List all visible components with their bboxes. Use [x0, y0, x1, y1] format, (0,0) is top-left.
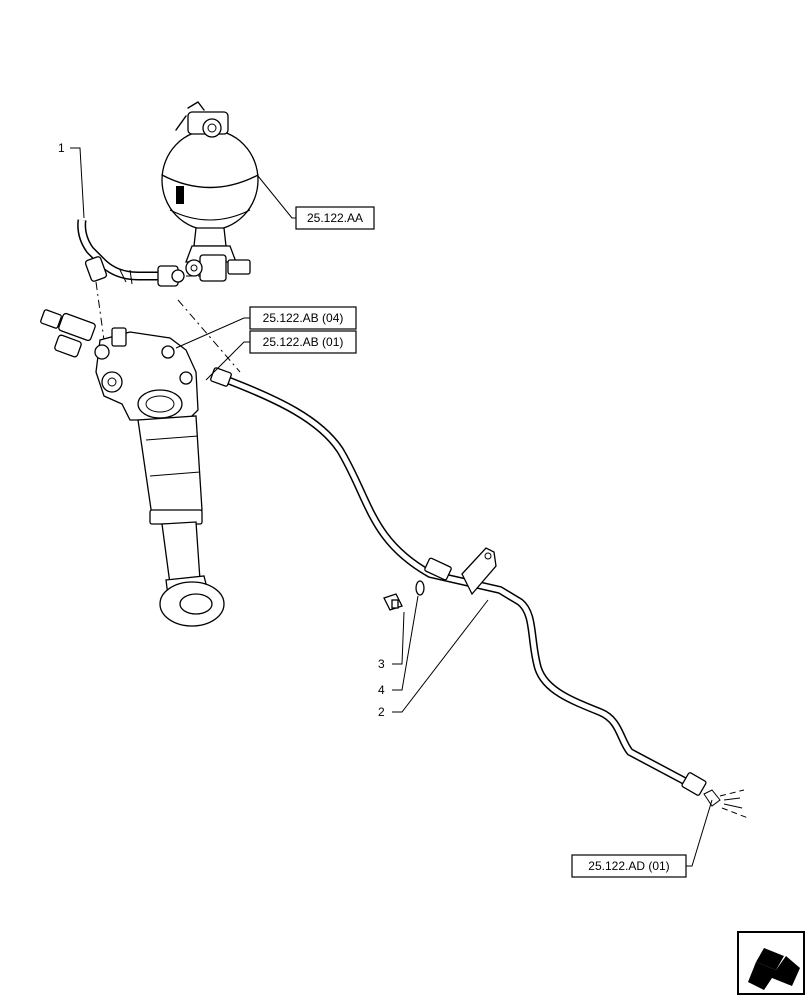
leader-line — [257, 175, 296, 219]
svg-text:25.122.AD (01): 25.122.AD (01) — [588, 859, 669, 873]
leader-line — [205, 341, 250, 381]
callout-4: 4 — [378, 683, 385, 697]
callout-1: 1 — [58, 141, 65, 155]
bolt — [383, 593, 403, 611]
leader-line — [392, 599, 489, 713]
leader-line — [175, 317, 250, 349]
axle-union — [703, 789, 749, 819]
rigid-pipe — [210, 367, 707, 796]
ref-link-axle[interactable]: 25.122.AD (01) — [571, 854, 687, 878]
svg-text:25.122.AB (01): 25.122.AB (01) — [263, 335, 344, 349]
leader-line — [70, 147, 85, 219]
ref-link-accumulator[interactable]: 25.122.AA — [295, 206, 375, 230]
leader-line — [686, 799, 713, 867]
hose-assembly — [77, 219, 185, 287]
arrow-icon[interactable] — [737, 931, 805, 995]
svg-text:25.122.AA: 25.122.AA — [307, 211, 363, 225]
svg-text:25.122.AB (04): 25.122.AB (04) — [263, 311, 344, 325]
centerline — [177, 299, 241, 373]
steering-cylinder — [40, 309, 225, 627]
centerline — [95, 281, 105, 341]
callout-2: 2 — [378, 705, 385, 719]
leader-line — [392, 595, 419, 691]
callout-3: 3 — [378, 657, 385, 671]
washer — [415, 580, 425, 596]
ref-link-valve-04[interactable]: 25.122.AB (04) — [249, 306, 357, 330]
leader-line — [392, 611, 405, 665]
ref-link-valve-01[interactable]: 25.122.AB (01) — [249, 330, 357, 354]
accumulator — [161, 101, 259, 282]
